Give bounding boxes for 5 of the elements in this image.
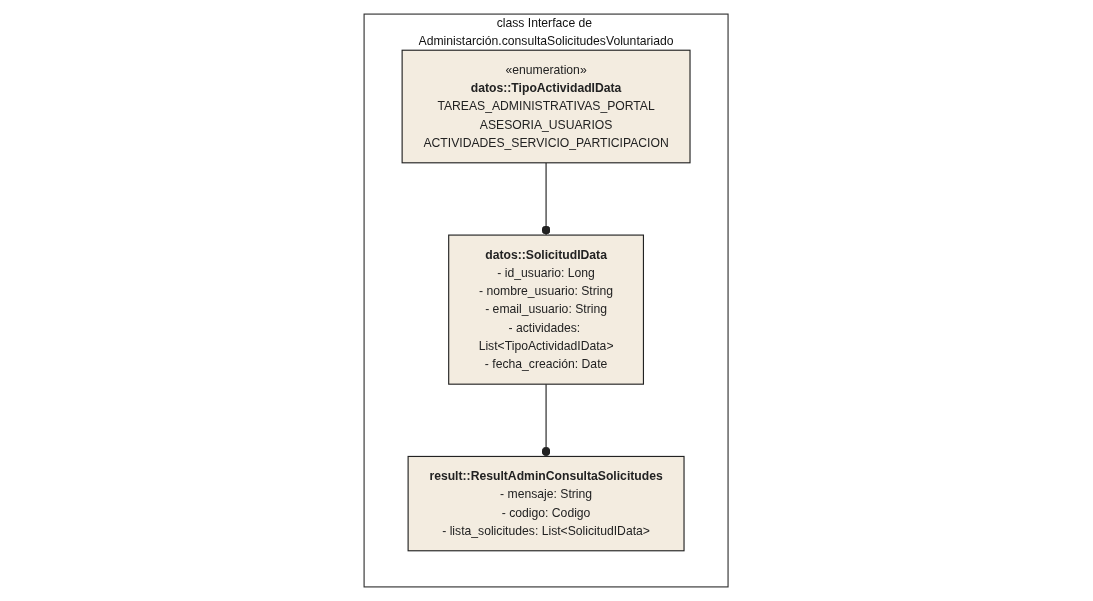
node-box: «enumeration» datos::TipoActividadIData TAREAS_ADMINISTRATIVAS_PORTAL ASESORIA_USUARIOS ACTIVIDADES_SERVICIO_PARTICIPACION (401, 49, 691, 164)
node-box: datos::SolicitudIData - id_usuario: Long - nombre_usuario: String - email_usuario: String - actividades: List<TipoActividadIData> - fecha_creación: Date (448, 234, 645, 385)
connector (541, 383, 552, 457)
node-box: result::ResultAdminConsultaSolicitudes - mensaje: String - codigo: Codigo - lista_solicitudes: List<SolicitudIData> (407, 455, 686, 552)
connector (541, 162, 552, 236)
